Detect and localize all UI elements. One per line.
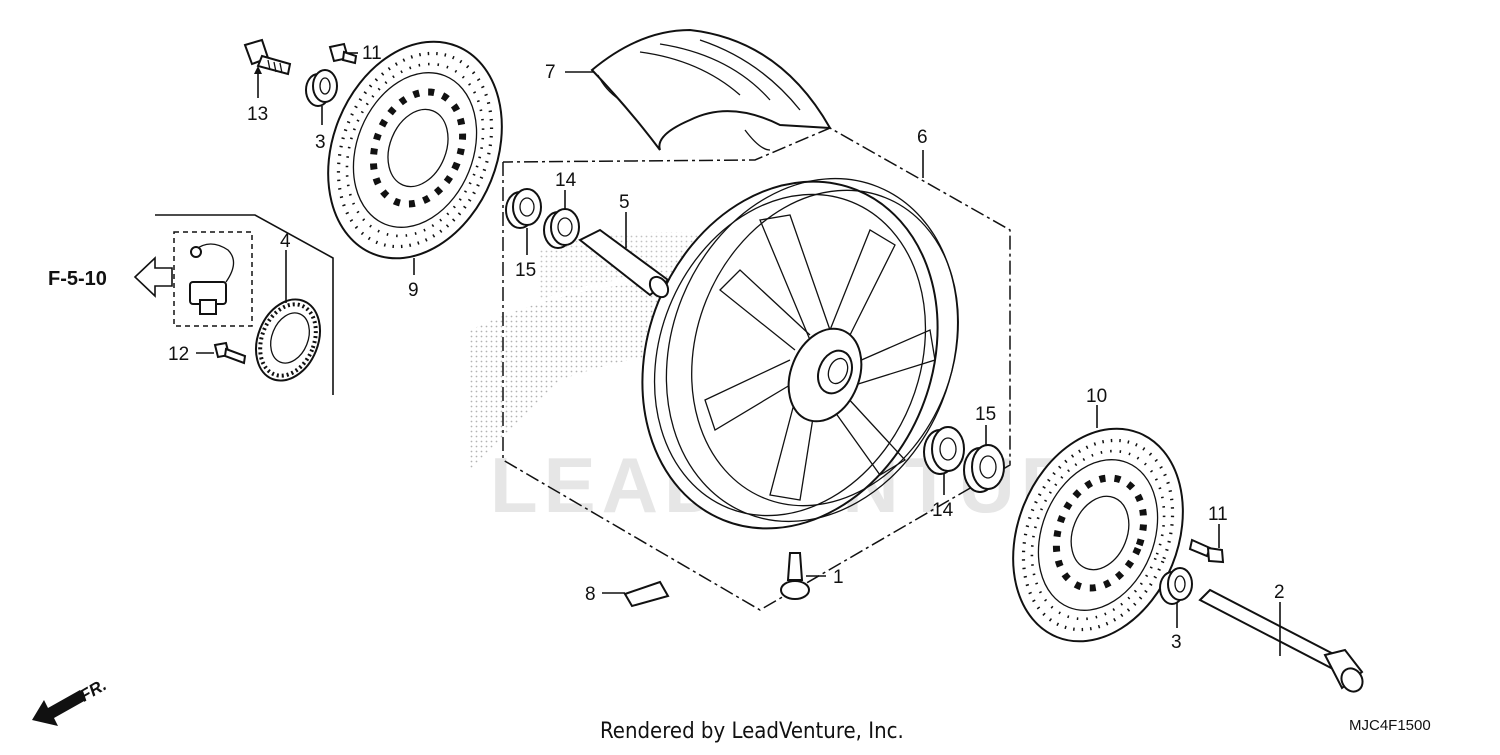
- valve-stem-1[interactable]: [780, 552, 810, 600]
- callout-10[interactable]: 10: [1086, 386, 1107, 407]
- wheel-spokes: [704, 214, 936, 501]
- brake-disc-right[interactable]: [983, 403, 1214, 667]
- bearing-15-right[interactable]: [963, 444, 1005, 493]
- bearing-15-left[interactable]: [505, 188, 542, 229]
- distance-collar-5[interactable]: [578, 228, 672, 301]
- callout-15[interactable]: 15: [975, 404, 996, 425]
- callout-4[interactable]: 4: [280, 231, 291, 252]
- wheel-hub: [787, 327, 863, 423]
- callout-7[interactable]: 7: [545, 62, 556, 83]
- callout-13[interactable]: 13: [247, 104, 268, 125]
- reference-arrow-icon: [133, 256, 173, 298]
- callout-9[interactable]: 9: [408, 280, 419, 301]
- footer-credit: Rendered by LeadVenture, Inc.: [600, 719, 904, 744]
- brake-disc-left[interactable]: [297, 15, 533, 284]
- callout-6[interactable]: 6: [917, 127, 928, 148]
- screw-12[interactable]: [213, 341, 247, 365]
- disc-bolt-11-right[interactable]: [1188, 538, 1225, 564]
- callout-12[interactable]: 12: [168, 344, 189, 365]
- tire[interactable]: [590, 28, 832, 151]
- leader-lines: [155, 52, 1281, 656]
- callout-3[interactable]: 3: [1171, 632, 1182, 653]
- callout-8[interactable]: 8: [585, 584, 596, 605]
- callout-2[interactable]: 2: [1274, 582, 1285, 603]
- front-direction-arrow-icon: [32, 690, 86, 726]
- callout-3[interactable]: 3: [315, 132, 326, 153]
- dust-seal-14-left[interactable]: [543, 208, 580, 249]
- side-collar-3-top[interactable]: [305, 69, 338, 107]
- dust-seal-14-right[interactable]: [923, 426, 965, 475]
- callout-11[interactable]: 11: [1208, 504, 1228, 525]
- callout-15[interactable]: 15: [515, 260, 536, 281]
- side-collar-3-right[interactable]: [1159, 567, 1193, 605]
- front-axle-2[interactable]: [1198, 588, 1367, 695]
- balance-weight-8[interactable]: [623, 580, 670, 608]
- callout-14[interactable]: 14: [555, 170, 577, 191]
- callout-5[interactable]: 5: [619, 192, 630, 213]
- speed-sensor-box[interactable]: [173, 231, 253, 327]
- pulser-ring-4[interactable]: [244, 290, 331, 390]
- assembly-outline: [502, 127, 1011, 611]
- callout-1[interactable]: 1: [833, 567, 844, 588]
- callout-numbers: 1 2 3 3 4 5 6 7 8 9 10 11 11 12 13 14 14…: [168, 43, 1285, 653]
- flange-bolt-13[interactable]: [243, 38, 292, 76]
- diagram-code: MJC4F1500: [1349, 717, 1431, 734]
- reference-label[interactable]: F-5-10: [48, 268, 107, 290]
- callout-14[interactable]: 14: [932, 500, 954, 521]
- wheel-rim[interactable]: [592, 134, 1008, 573]
- disc-bolt-11-top[interactable]: [328, 42, 358, 65]
- callout-11[interactable]: 11: [362, 43, 382, 64]
